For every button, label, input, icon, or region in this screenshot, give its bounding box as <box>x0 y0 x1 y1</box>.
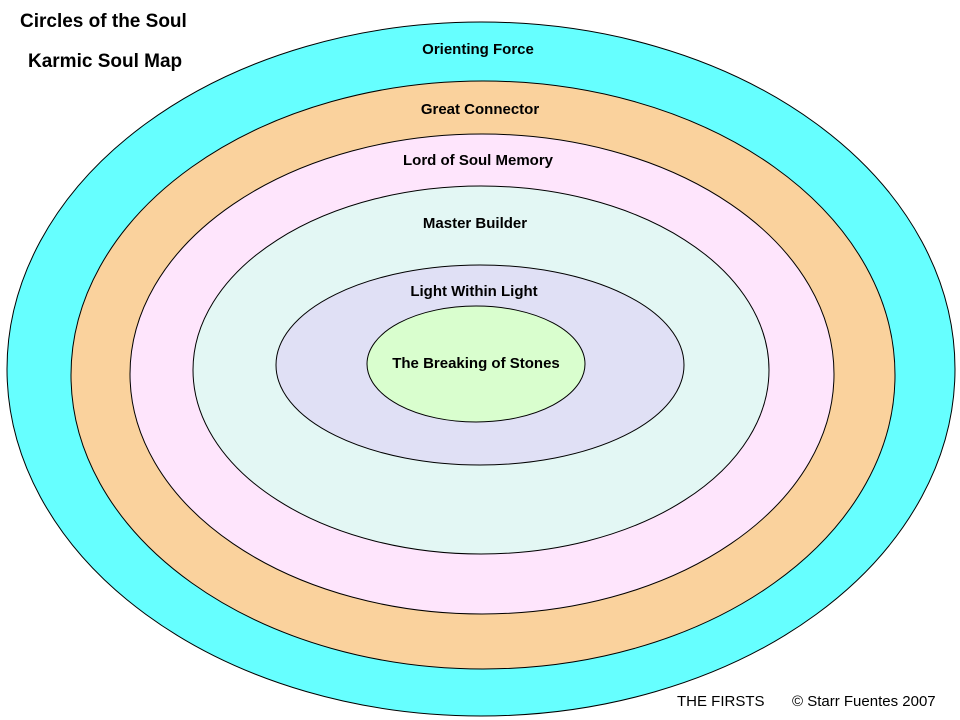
diagram-subtitle: Karmic Soul Map <box>28 51 183 72</box>
label-master-builder: Master Builder <box>423 215 527 232</box>
ring-the-breaking-of-stones <box>366 305 586 423</box>
diagram-title: Circles of the Soul <box>20 11 187 32</box>
footer-copyright: © Starr Fuentes 2007 <box>792 693 936 710</box>
label-great-connector: Great Connector <box>421 101 540 118</box>
label-light-within-light: Light Within Light <box>410 283 537 300</box>
label-orienting-force: Orienting Force <box>422 41 534 58</box>
label-lord-of-soul-memory: Lord of Soul Memory <box>403 152 554 169</box>
footer-the-firsts: THE FIRSTS <box>677 693 765 710</box>
label-the-breaking-of-stones: The Breaking of Stones <box>392 355 560 372</box>
